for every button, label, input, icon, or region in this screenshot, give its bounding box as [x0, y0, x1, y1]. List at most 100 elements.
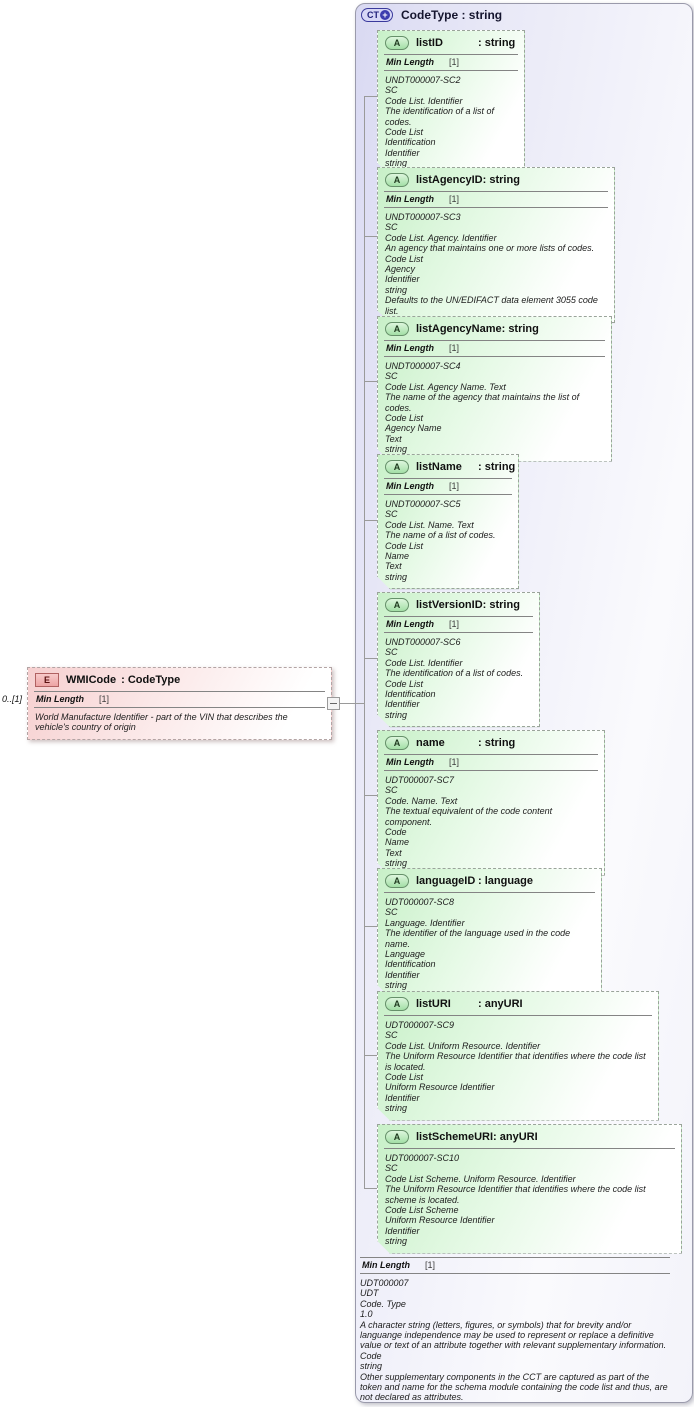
- doc-line: string: [385, 444, 408, 455]
- codetype-header: CT + CodeType : string: [361, 8, 502, 22]
- doc-line: UDT: [360, 1288, 379, 1299]
- doc-line: 1.0: [360, 1309, 373, 1320]
- doc-line: UNDT000007-SC6: [385, 637, 461, 647]
- doc-line: The identification of a list of codes.: [385, 668, 524, 679]
- doc-line: Defaults to the UN/EDIFACT data element …: [385, 295, 598, 316]
- doc-line: SC: [385, 1030, 398, 1041]
- divider: [384, 1015, 652, 1016]
- doc-line: The textual equivalent of the code conte…: [385, 806, 553, 827]
- divider: [384, 191, 608, 192]
- connector-stub-line: [364, 658, 378, 659]
- doc-line: string: [385, 1103, 408, 1114]
- doc-line: Identifier: [385, 147, 420, 158]
- doc-line: UDT000007-SC7: [385, 775, 455, 785]
- attribute-icon: A: [385, 322, 409, 336]
- divider: [384, 892, 595, 893]
- attribute-icon: A: [385, 173, 409, 187]
- doc-line: An agency that maintains one or more lis…: [385, 243, 595, 254]
- attribute-box-listAgencyName[interactable]: A listAgencyName : string Min Length [1]…: [377, 316, 612, 462]
- doc-line: Code List Scheme: [385, 1205, 459, 1216]
- attribute-header: A listURI : anyURI: [378, 992, 658, 1015]
- connector-stub-line: [364, 926, 378, 927]
- facet-row: Min Length [1]: [384, 479, 512, 495]
- doc-line: Code List. Identifier: [385, 95, 463, 106]
- complextype-icon: CT +: [361, 8, 393, 22]
- facet-name: Min Length: [386, 619, 434, 629]
- element-box-WMICode[interactable]: E WMICode : CodeType Min Length [1] Worl…: [27, 667, 332, 740]
- doc-line: string: [385, 284, 408, 295]
- doc-line: The name of a list of codes.: [385, 530, 496, 541]
- doc-line: Agency Name: [385, 423, 442, 434]
- doc-line: The Uniform Resource Identifier that ide…: [385, 1051, 646, 1072]
- doc-line: Identification: [385, 959, 436, 970]
- expand-plus-icon[interactable]: +: [380, 10, 390, 20]
- doc-line: The Uniform Resource Identifier that ide…: [385, 1184, 646, 1205]
- attribute-box-listAgencyID[interactable]: A listAgencyID : string Min Length [1] U…: [377, 167, 615, 323]
- facet-name: Min Length: [386, 481, 434, 491]
- element-name: WMICode: [66, 674, 117, 686]
- attribute-header: A listVersionID : string: [378, 593, 539, 616]
- attribute-box-listID[interactable]: A listID : string Min Length [1] UNDT000…: [377, 30, 525, 176]
- attribute-header: A listSchemeURI : anyURI: [378, 1125, 681, 1148]
- doc-line: Identification: [385, 137, 436, 148]
- attribute-box-listName[interactable]: A listName : string Min Length [1] UNDT0…: [377, 454, 519, 589]
- connector-trunk-line: [364, 96, 365, 1188]
- attribute-box-listVersionID[interactable]: A listVersionID : string Min Length [1] …: [377, 592, 540, 727]
- attribute-type: : anyURI: [478, 998, 523, 1010]
- doc-line: Text: [385, 433, 402, 444]
- attribute-box-name[interactable]: A name : string Min Length [1] UDT000007…: [377, 730, 605, 876]
- doc-line: Code List. Identifier: [385, 657, 463, 668]
- doc-line: Code List. Name. Text: [385, 519, 474, 530]
- collapse-toggle[interactable]: [327, 697, 340, 710]
- attribute-name: languageID: [416, 875, 476, 887]
- facet-cardinality: [1]: [425, 1260, 436, 1270]
- doc-line: Code List: [385, 678, 424, 689]
- facet-name: Min Length: [386, 194, 434, 204]
- doc-line: Code List. Agency. Identifier: [385, 232, 497, 243]
- facet-row: Min Length [1]: [360, 1257, 670, 1274]
- facet-name: Min Length: [36, 694, 84, 704]
- divider: [384, 478, 512, 479]
- doc-line: Code List. Agency Name. Text: [385, 381, 506, 392]
- doc-line: World Manufacture Identifier - part of t…: [35, 712, 288, 733]
- element-type: : CodeType: [121, 674, 181, 686]
- doc-line: Uniform Resource Identifier: [385, 1215, 495, 1226]
- divider: [384, 54, 518, 55]
- divider: [384, 1148, 675, 1149]
- doc-line: UNDT000007-SC3: [385, 212, 461, 222]
- facet-row: Min Length [1]: [384, 755, 598, 771]
- doc-line: UDT000007-SC10: [385, 1153, 460, 1163]
- doc-line: string: [385, 709, 408, 720]
- facet-cardinality: [1]: [449, 57, 460, 67]
- doc-line: A character string (letters, figures, or…: [360, 1319, 667, 1351]
- attribute-icon: A: [385, 460, 409, 474]
- doc-line: string: [385, 858, 408, 869]
- doc-line: Code List Scheme. Uniform Resource. Iden…: [385, 1173, 576, 1184]
- facet-row: Min Length [1]: [384, 192, 608, 208]
- connector-stub-line: [364, 96, 378, 97]
- doc-line: SC: [385, 85, 398, 96]
- doc-line: Code List: [385, 127, 424, 138]
- doc-line: string: [360, 1361, 383, 1372]
- doc-line: UDT000007: [360, 1278, 409, 1288]
- divider: [384, 754, 598, 755]
- facet-cardinality: [1]: [449, 481, 460, 491]
- attribute-header: A listAgencyName : string: [378, 317, 611, 340]
- doc-line: Identifier: [385, 274, 420, 285]
- facet-name: Min Length: [362, 1260, 410, 1270]
- connector-stub-line: [364, 381, 378, 382]
- attribute-type: : string: [478, 737, 516, 749]
- facet-cardinality: [1]: [99, 694, 110, 704]
- doc-line: The identification of a list of codes.: [385, 106, 495, 127]
- doc-line: SC: [385, 222, 398, 233]
- attribute-name: listAgencyID: [416, 174, 483, 186]
- attribute-name: name: [416, 737, 445, 749]
- divider: [384, 340, 605, 341]
